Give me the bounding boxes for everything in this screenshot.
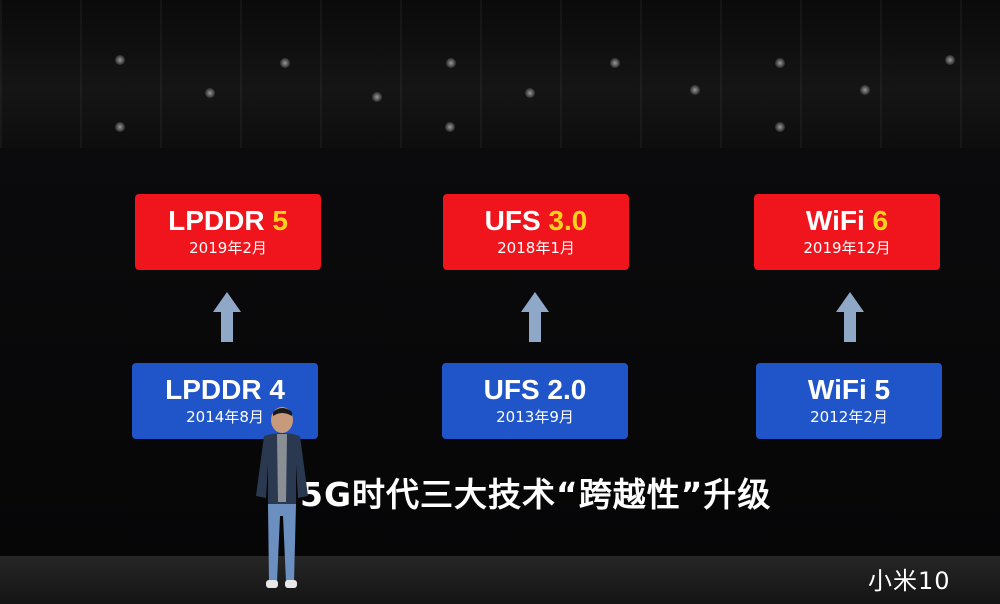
tech-name: WiFi 5 [807,374,891,405]
presenter-figure [256,407,308,588]
tech-name: WiFi 6 [805,205,889,236]
new-tech-box-wifi: WiFi 6 2019年12月 [754,194,940,270]
brand-watermark: 小米10 [868,567,951,595]
tech-name: LPDDR 5 [168,205,288,236]
tech-name: UFS 3.0 [484,205,588,236]
old-tech-box-wifi: WiFi 5 2012年2月 [756,363,942,439]
release-date: 2013年9月 [496,408,574,426]
up-arrow-icon [213,292,241,342]
up-arrow-icon [521,292,549,342]
ceiling-truss [0,0,1000,150]
release-date: 2014年8月 [186,408,264,426]
tech-name: UFS 2.0 [483,374,587,405]
old-tech-box-ufs: UFS 2.0 2013年9月 [442,363,628,439]
release-date: 2018年1月 [497,239,575,257]
release-date: 2012年2月 [810,408,888,426]
release-date: 2019年12月 [803,239,891,257]
up-arrow-icon [836,292,864,342]
stage-floor [0,556,1000,604]
new-tech-box-ufs: UFS 3.0 2018年1月 [443,194,629,270]
tech-name: LPDDR 4 [165,374,285,405]
slide-caption: 5G时代三大技术“跨越性”升级 [300,475,772,514]
new-tech-box-lpddr: LPDDR 5 2019年2月 [135,194,321,270]
release-date: 2019年2月 [189,239,267,257]
